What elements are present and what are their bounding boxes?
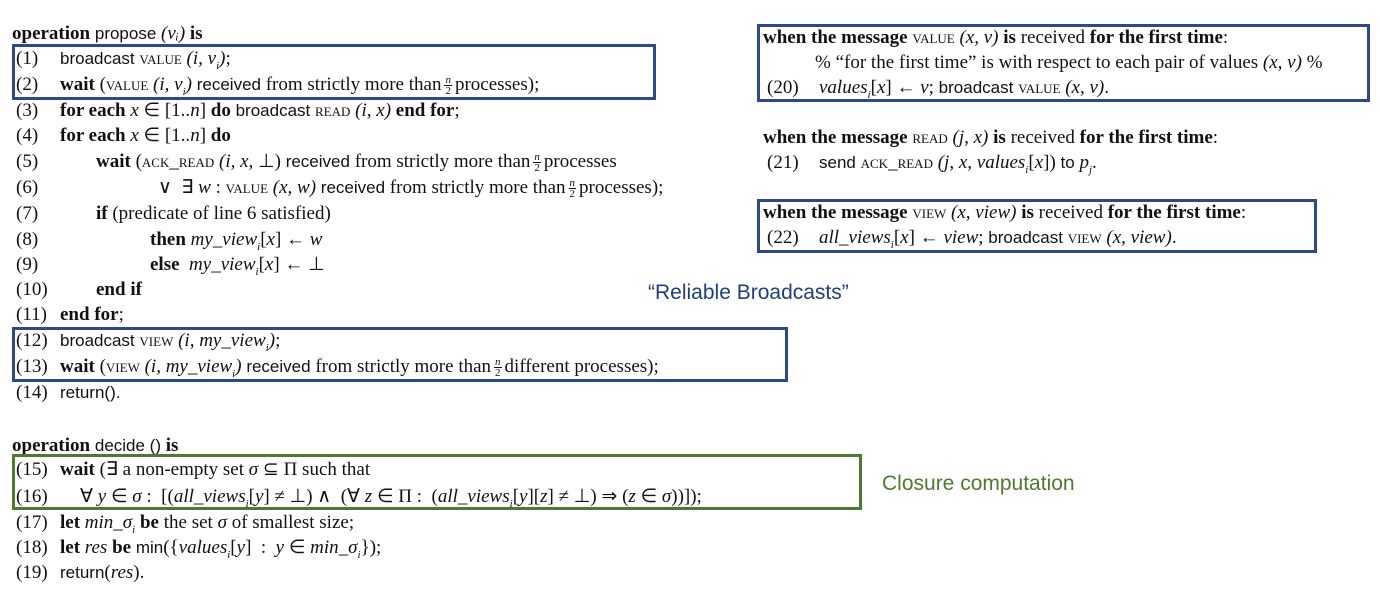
line-number: (19) (16, 562, 48, 583)
line-number: (20) (767, 77, 799, 98)
code-line-18: (18) let res be min({valuesi[y] : y ∈ min… (16, 535, 382, 561)
code-text: end for; (60, 304, 124, 325)
code-text: if (predicate of line 6 satisfied) (96, 203, 331, 224)
code-line-3: (3) for each x ∈ [1..n] do broadcast read… (16, 98, 460, 123)
code-line-14: (14) return(). (16, 380, 120, 405)
code-line-4: (4) for each x ∈ [1..n] do (16, 123, 231, 148)
line-number: (18) (16, 537, 48, 558)
line-number: (4) (16, 125, 39, 146)
decide-header: operation decide () is (12, 433, 178, 458)
code-line-6: (6) ∨ ∃ w : value (x, w) received from st… (16, 175, 663, 200)
line-number: (1) (16, 48, 39, 69)
code-text: wait (ack_read (i, x, ⊥) received from s… (96, 151, 617, 175)
line-number: (15) (16, 459, 48, 480)
line-number: (9) (16, 254, 39, 275)
line-number: (8) (16, 229, 39, 250)
line-number: (21) (767, 152, 799, 173)
code-line-22: (22) all_viewsi[x] ← view; broadcast view… (767, 225, 1177, 251)
line-number: (10) (16, 279, 48, 300)
code-text: end if (96, 279, 142, 300)
line-number: (3) (16, 100, 39, 121)
operation-name: propose (94, 24, 157, 43)
code-text: valuesi[x] ← v; broadcast value (x, v). (819, 77, 1109, 101)
reliable-broadcasts-label: “Reliable Broadcasts” (648, 281, 849, 304)
highlight-box-value-handler (757, 24, 1370, 102)
code-line-2: (2) wait (value (i, vi) received from str… (16, 72, 540, 98)
code-line-10: (10) end if (16, 277, 142, 302)
code-text: return(). (60, 383, 121, 402)
code-text: then my_viewi[x] ← w (150, 229, 323, 253)
code-text: all_viewsi[x] ← view; broadcast view (x,… (819, 227, 1177, 251)
code-line-9: (9) else my_viewi[x] ← ⊥ (16, 252, 325, 278)
line-number: (16) (16, 486, 48, 507)
line-number: (6) (16, 177, 39, 198)
code-text: return(res). (60, 562, 145, 583)
code-line-11: (11) end for; (16, 302, 124, 327)
code-line-19: (19) return(res). (16, 560, 144, 585)
code-text: send ack_read (j, x, valuesi[x]) to pj. (819, 152, 1097, 176)
operation-arg: (vᵢ) (161, 23, 186, 44)
line-number: (11) (16, 304, 47, 325)
line-number: (17) (16, 512, 48, 533)
code-line-16: (16) ∀ y ∈ σ : [(all_viewsi[y] ≠ ⊥) ∧ (∀ … (16, 484, 702, 510)
code-line-20: (20) valuesi[x] ← v; broadcast value (x, … (767, 75, 1109, 101)
code-text: wait (∃ a non-empty set σ ⊆ Π such that (60, 459, 371, 480)
code-line-12: (12) broadcast view (i, my_viewi); (16, 328, 281, 354)
code-line-5: (5) wait (ack_read (i, x, ⊥) received fro… (16, 149, 617, 174)
code-text: ∨ ∃ w : value (x, w) received from stric… (158, 177, 664, 201)
code-line-15: (15) wait (∃ a non-empty set σ ⊆ Π such t… (16, 457, 370, 482)
line-number: (5) (16, 151, 39, 172)
code-line-21: (21) send ack_read (j, x, valuesi[x]) to … (767, 150, 1097, 176)
keyword-is: is (189, 23, 203, 44)
keyword-is: is (165, 435, 179, 456)
code-text: broadcast value (i, vi); (60, 48, 231, 72)
value-handler-comment: % “for the first time” is with respect t… (815, 52, 1323, 73)
code-text: broadcast view (i, my_viewi); (60, 330, 281, 354)
code-text: for each x ∈ [1..n] do broadcast read (i… (60, 100, 460, 121)
closure-computation-label: Closure computation (882, 472, 1075, 495)
code-text: wait (view (i, my_viewi) received from s… (60, 356, 659, 380)
keyword-operation: operation (12, 435, 91, 456)
code-line-17: (17) let min_σi be the set σ of smallest … (16, 510, 355, 536)
code-line-7: (7) if (predicate of line 6 satisfied) (16, 201, 331, 226)
line-number: (14) (16, 382, 48, 403)
propose-header: operation propose (vᵢ) is (12, 21, 203, 46)
line-number: (7) (16, 203, 39, 224)
view-handler-header: when the message view (x, view) is recei… (763, 202, 1247, 223)
code-line-1: (1) broadcast value (i, vi); (16, 46, 231, 72)
highlight-box-view-handler (757, 199, 1317, 253)
code-text: let min_σi be the set σ of smallest size… (60, 512, 355, 536)
keyword-operation: operation (12, 23, 91, 44)
code-line-13: (13) wait (view (i, my_viewi) received fr… (16, 354, 659, 380)
line-number: (2) (16, 74, 39, 95)
line-number: (12) (16, 330, 48, 351)
highlight-box-closure (12, 454, 862, 510)
line-number: (22) (767, 227, 799, 248)
operation-name: decide () (94, 436, 161, 455)
value-handler-header: when the message value (x, v) is receive… (763, 27, 1229, 48)
read-handler-header: when the message read (j, x) is received… (763, 127, 1219, 148)
highlight-box-lines-1-2 (12, 44, 656, 100)
code-text: else my_viewi[x] ← ⊥ (150, 254, 325, 278)
code-text: wait (value (i, vi) received from strict… (60, 74, 540, 98)
code-line-8: (8) then my_viewi[x] ← w (16, 227, 323, 253)
highlight-box-lines-12-13 (12, 327, 788, 382)
line-number: (13) (16, 356, 48, 377)
code-text: for each x ∈ [1..n] do (60, 125, 231, 146)
code-text: let res be min({valuesi[y] : y ∈ min_σi}… (60, 537, 382, 561)
code-text: ∀ y ∈ σ : [(all_viewsi[y] ≠ ⊥) ∧ (∀ z ∈ … (80, 486, 702, 510)
